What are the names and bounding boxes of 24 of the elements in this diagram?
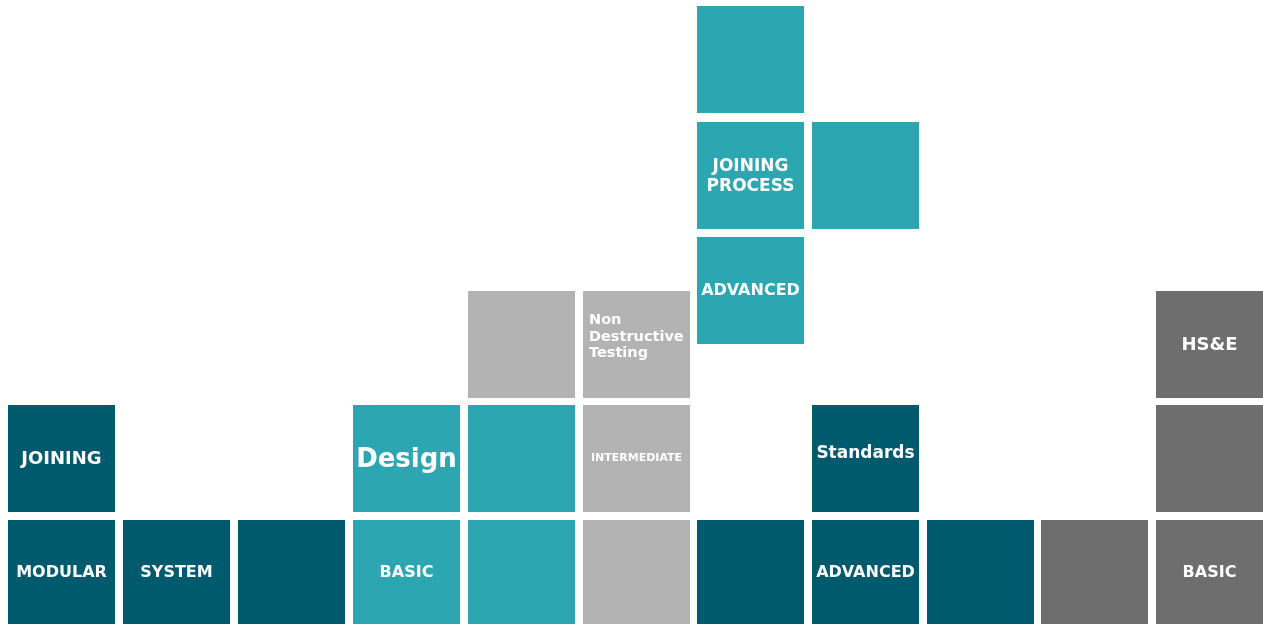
category-tile: MODULAR — [8, 520, 115, 624]
category-tile: Design — [353, 405, 460, 512]
category-tile: INTERMEDIATE — [583, 405, 690, 512]
category-tile: ADVANCED — [697, 237, 804, 344]
category-tile: ADVANCED — [812, 520, 919, 624]
empty-tile — [812, 122, 919, 229]
category-tile: BASIC — [353, 520, 460, 624]
empty-tile — [583, 520, 690, 624]
category-tile: Standards — [812, 405, 919, 512]
category-tile: JOINING PROCESS — [697, 122, 804, 229]
category-tile: HS&E — [1156, 291, 1263, 398]
empty-tile — [468, 405, 575, 512]
empty-tile — [1041, 520, 1148, 624]
empty-tile — [697, 6, 804, 113]
category-tile: SYSTEM — [123, 520, 230, 624]
empty-tile — [238, 520, 345, 624]
category-tile: BASIC — [1156, 520, 1263, 624]
empty-tile — [697, 520, 804, 624]
category-tile: Non Destructive Testing — [583, 291, 690, 398]
empty-tile — [1156, 405, 1263, 512]
empty-tile — [468, 291, 575, 398]
category-tile: JOINING — [8, 405, 115, 512]
empty-tile — [468, 520, 575, 624]
empty-tile — [927, 520, 1034, 624]
